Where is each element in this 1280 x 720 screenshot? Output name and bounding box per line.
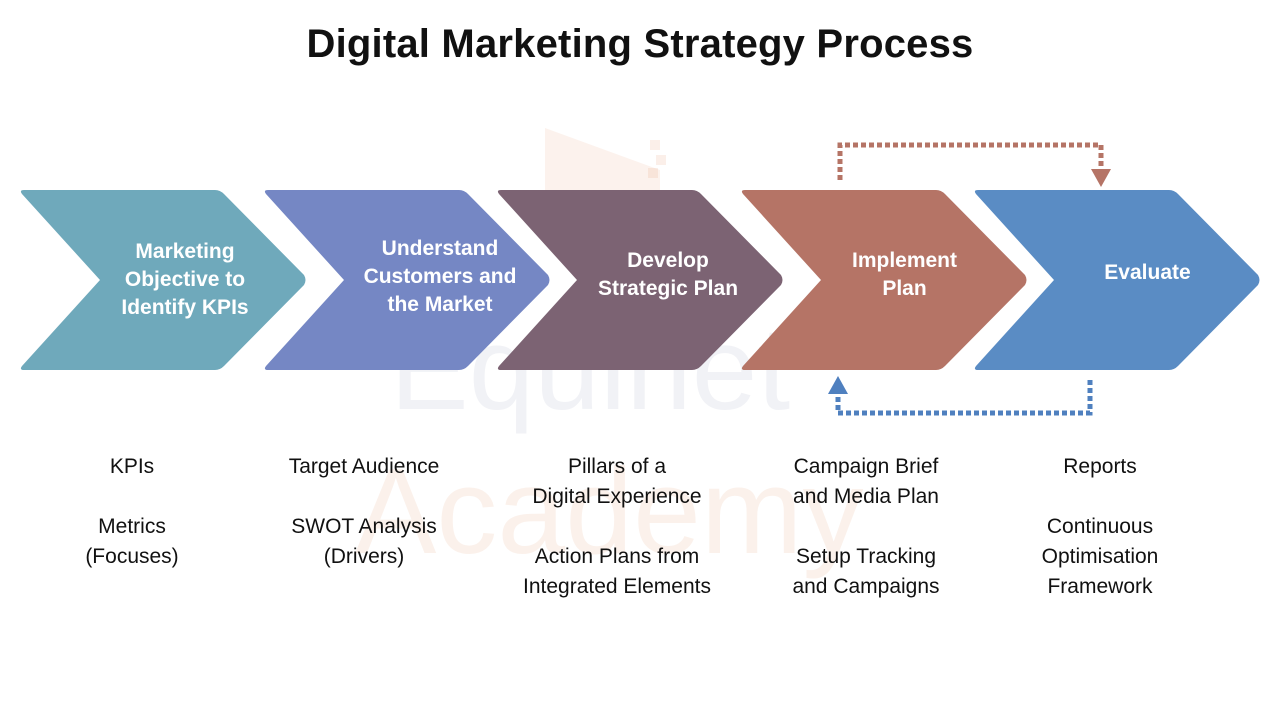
step-5-label: Evaluate — [1104, 261, 1191, 284]
step-2-details: Target Audience SWOT Analysis (Drivers) — [288, 455, 440, 568]
arrow-down-icon — [1091, 169, 1111, 187]
step-2-label: Understand Customers and the Market — [363, 237, 517, 316]
step-3-details: Pillars of a Digital Experience Action P… — [523, 455, 711, 598]
step-4-label: Implement Plan — [851, 249, 958, 300]
step-chevron-3 — [497, 190, 783, 370]
step-1-details: KPIs Metrics (Focuses) — [85, 455, 179, 568]
step-4-details: Campaign Brief and Media Plan Setup Trac… — [792, 455, 940, 598]
arrow-up-icon — [828, 376, 848, 394]
top-loop-connector — [837, 142, 1111, 187]
step-chevron-5 — [974, 190, 1260, 370]
step-chevron-1 — [20, 190, 306, 370]
step-5-details: Reports Continuous Optimisation Framewor… — [1041, 455, 1159, 598]
step-3-label: Develop Strategic Plan — [597, 249, 739, 300]
step-chevron-4 — [741, 190, 1027, 370]
bottom-loop-connector — [828, 376, 1093, 416]
step-1-label: Marketing Objective to Identify KPIs — [121, 240, 249, 319]
step-chevron-2 — [264, 190, 550, 370]
page-title: Digital Marketing Strategy Process — [306, 22, 974, 66]
